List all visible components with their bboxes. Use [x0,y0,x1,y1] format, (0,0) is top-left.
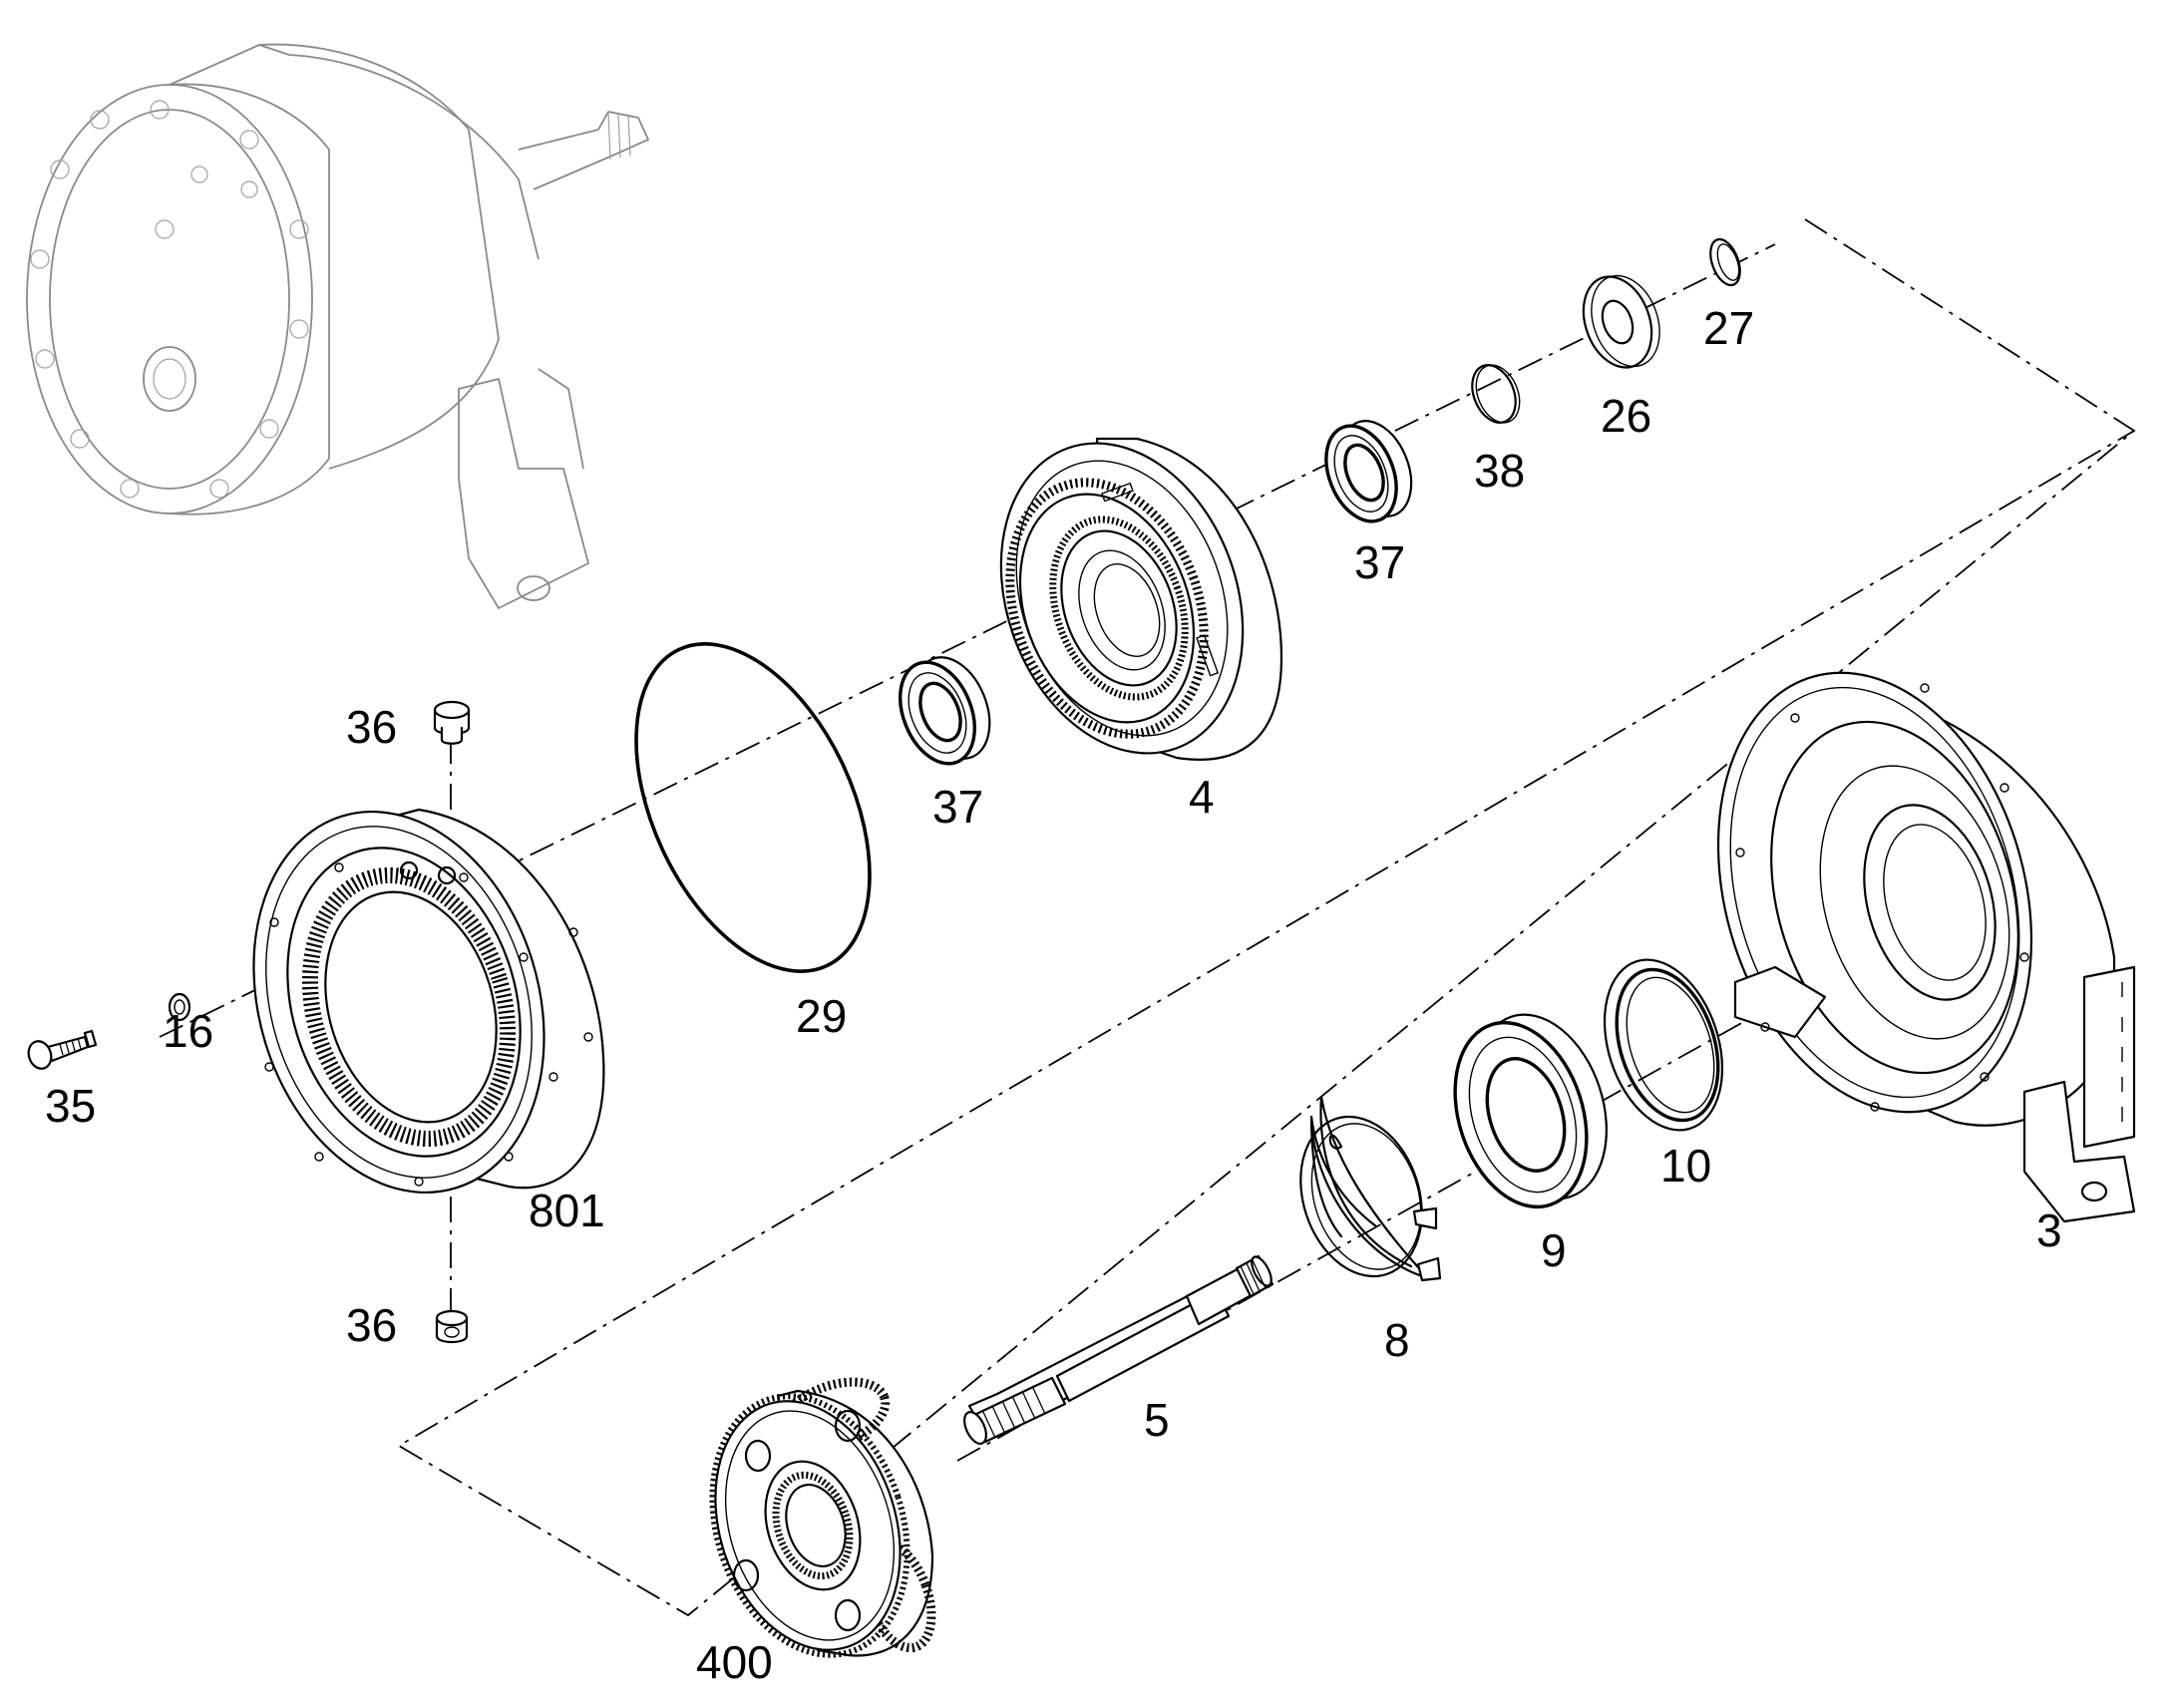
label-29: 29 [796,990,847,1042]
part-3-housing [1716,671,2136,1223]
label-36-bottom: 36 [346,1299,397,1351]
part-38-snap-ring [1471,364,1521,424]
part-8-circlip [1299,1095,1442,1282]
part-9-bearing [1453,1013,1608,1209]
part-400-planetary-gear-set [709,1377,936,1658]
label-8: 8 [1384,1314,1410,1366]
part-16-lock-washer [168,992,191,1022]
label-10: 10 [1660,1140,1711,1192]
part-10-seal-ring [1603,958,1724,1132]
label-26: 26 [1601,390,1651,442]
label-9: 9 [1541,1224,1567,1276]
part-4-planet-carrier [999,437,1283,761]
part-35-bolt [27,1029,98,1070]
part-801-ring-gear-housing [252,808,605,1195]
part-37-upper-bearing [1324,420,1413,523]
label-400: 400 [696,1636,773,1688]
label-37-upper: 37 [1354,536,1405,588]
part-5-shaft [963,1254,1274,1445]
part-37-lower-bearing [899,656,991,766]
label-3: 3 [2036,1204,2062,1256]
label-38: 38 [1474,445,1525,497]
label-36-top: 36 [346,701,397,753]
part-labels: 27 26 38 37 37 4 36 29 16 35 801 36 10 3… [45,302,2062,1688]
part-36-top-plug [433,700,471,745]
label-16: 16 [163,1005,213,1057]
assembly-boundary [397,218,2136,1617]
label-5: 5 [1144,1394,1170,1446]
part-27-shim-ring [1709,237,1741,287]
label-27: 27 [1703,302,1754,354]
part-26-thrust-washer [1582,274,1660,369]
part-29-o-ring [634,642,872,973]
label-801: 801 [529,1185,605,1236]
label-35: 35 [45,1080,96,1132]
part-36-bottom-plug [435,1309,469,1344]
assembled-unit-illustration [26,43,649,609]
label-4: 4 [1189,771,1215,823]
label-37-lower: 37 [932,781,983,833]
